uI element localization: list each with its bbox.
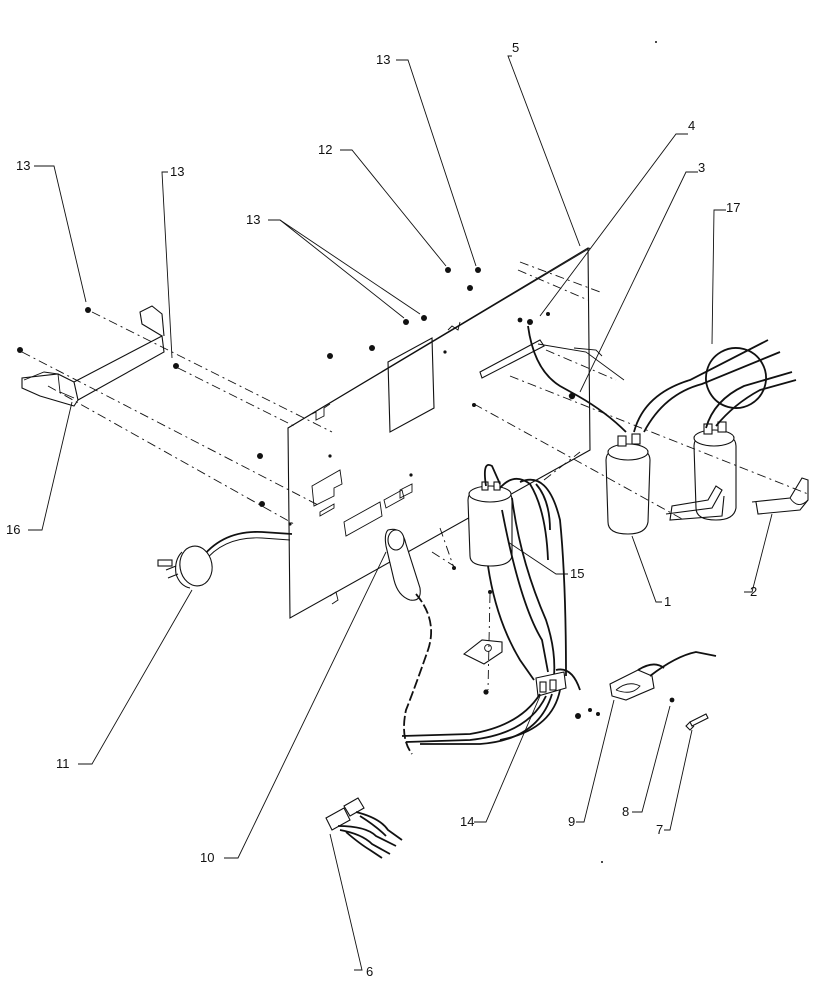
- wire-harness-17: [633, 339, 797, 433]
- callout-11: 11: [56, 756, 70, 771]
- callout-12: 12: [318, 142, 332, 157]
- callout-17: 17: [726, 200, 740, 215]
- callout-13: 13: [246, 212, 260, 227]
- callout-13: 13: [376, 52, 390, 67]
- callout-6: 6: [366, 964, 373, 979]
- callout-8: 8: [622, 804, 629, 819]
- terminal-wires: [479, 319, 627, 433]
- callout-3: 3: [698, 160, 705, 175]
- capacitor-right: [693, 421, 737, 521]
- callout-10: 10: [200, 850, 214, 865]
- callout-labels: 13 13 13 12 13 5 4 3 17 16 15 1 2 11 10 …: [6, 40, 757, 979]
- mounting-bracket: [21, 305, 165, 407]
- callout-9: 9: [568, 814, 575, 829]
- assembly-centerlines: [21, 261, 809, 691]
- run-capacitor: [462, 464, 513, 695]
- callout-4: 4: [688, 118, 695, 133]
- callout-16: 16: [6, 522, 20, 537]
- callout-5: 5: [512, 40, 519, 55]
- control-panel: [287, 247, 591, 619]
- capacitor-left: [605, 433, 651, 535]
- power-cord: [157, 531, 293, 589]
- leader-lines: [28, 55, 773, 971]
- callout-14: 14: [460, 814, 474, 829]
- screw-7: [685, 713, 709, 731]
- connector-harness: [325, 797, 403, 859]
- capacitor-strap: [665, 477, 809, 521]
- callout-13: 13: [16, 158, 30, 173]
- strain-relief-cord: [384, 528, 432, 755]
- screws: [17, 267, 550, 594]
- callout-2: 2: [750, 584, 757, 599]
- callout-13: 13: [170, 164, 184, 179]
- callout-1: 1: [664, 594, 671, 609]
- callout-15: 15: [570, 566, 584, 581]
- wire-bundle-14: [401, 478, 600, 745]
- overload-switch: [609, 651, 717, 703]
- callout-7: 7: [656, 822, 663, 837]
